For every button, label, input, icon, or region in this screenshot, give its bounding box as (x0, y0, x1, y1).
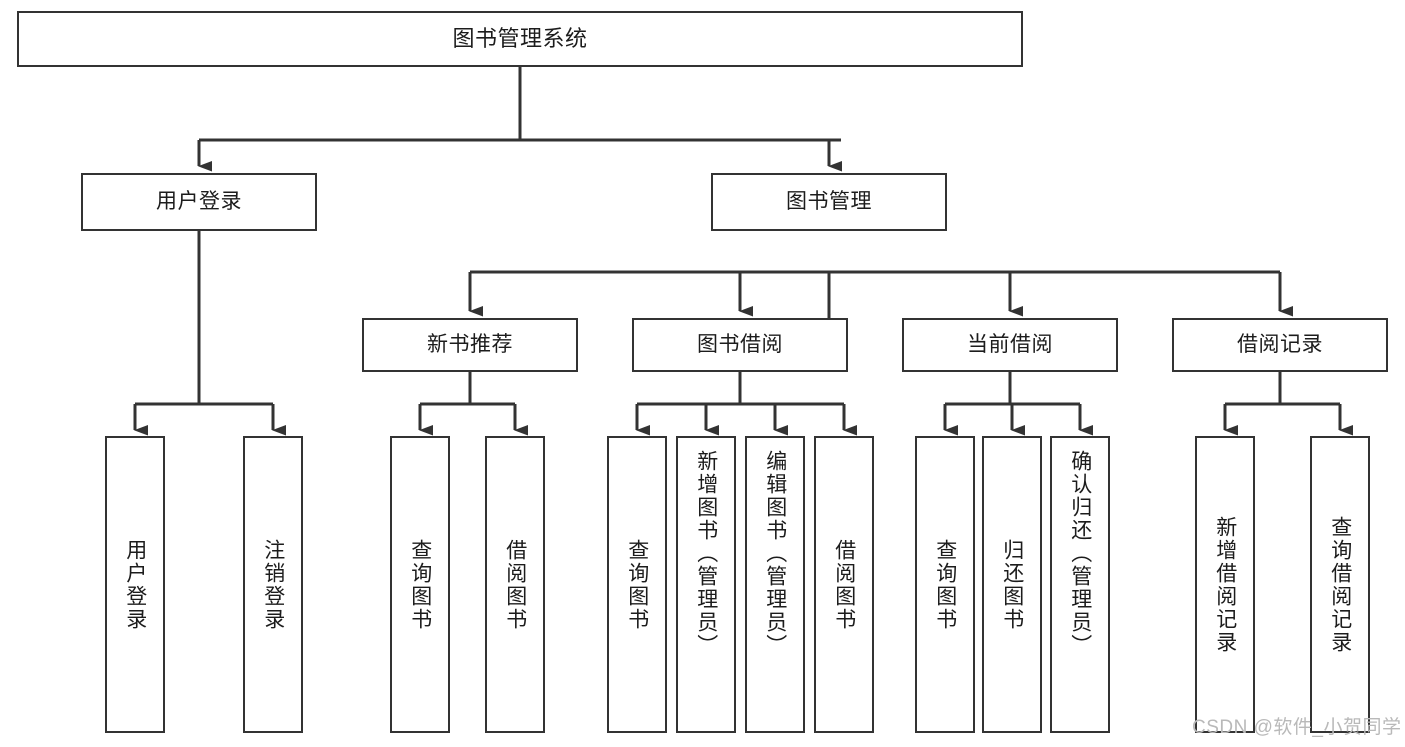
node-leaf-user-logout[interactable]: 注销登录 (243, 436, 303, 733)
node-current-borrow-label: 当前借阅 (967, 333, 1053, 357)
node-leaf-return-book-label: 归还图书 (1000, 538, 1024, 631)
node-new-book-recommend[interactable]: 新书推荐 (362, 318, 578, 372)
node-borrow-record-label: 借阅记录 (1237, 333, 1323, 357)
node-leaf-query-record[interactable]: 查询借阅记录 (1310, 436, 1370, 733)
node-leaf-query-book-1[interactable]: 查询图书 (390, 436, 450, 733)
node-leaf-return-book[interactable]: 归还图书 (982, 436, 1042, 733)
node-book-manage[interactable]: 图书管理 (711, 173, 947, 231)
node-leaf-borrow-book-1[interactable]: 借阅图书 (485, 436, 545, 733)
node-root[interactable]: 图书管理系统 (17, 11, 1023, 67)
node-leaf-user-login[interactable]: 用户登录 (105, 436, 165, 733)
node-leaf-add-record-label: 新增借阅记录 (1213, 515, 1237, 654)
node-book-borrow-label: 图书借阅 (697, 333, 783, 357)
node-leaf-query-book-1-label: 查询图书 (408, 538, 432, 631)
node-leaf-query-record-label: 查询借阅记录 (1328, 515, 1352, 654)
node-borrow-record[interactable]: 借阅记录 (1172, 318, 1388, 372)
node-leaf-add-book[interactable]: 新增图书（管理员） (676, 436, 736, 733)
node-book-manage-label: 图书管理 (786, 190, 872, 214)
node-leaf-user-login-label: 用户登录 (123, 538, 147, 631)
node-leaf-confirm-return-label: 确认归还（管理员） (1068, 450, 1092, 657)
node-leaf-query-book-2[interactable]: 查询图书 (607, 436, 667, 733)
node-leaf-confirm-return[interactable]: 确认归还（管理员） (1050, 436, 1110, 733)
node-leaf-query-book-2-label: 查询图书 (625, 538, 649, 631)
node-user-login[interactable]: 用户登录 (81, 173, 317, 231)
node-leaf-edit-book-label: 编辑图书（管理员） (763, 450, 787, 657)
node-new-book-recommend-label: 新书推荐 (427, 333, 513, 357)
node-leaf-user-logout-label: 注销登录 (261, 538, 285, 631)
node-leaf-add-record[interactable]: 新增借阅记录 (1195, 436, 1255, 733)
csdn-watermark: CSDN @软件_小贺同学 (1192, 717, 1402, 738)
node-leaf-query-book-3-label: 查询图书 (933, 538, 957, 631)
node-leaf-query-book-3[interactable]: 查询图书 (915, 436, 975, 733)
node-leaf-borrow-book-2-label: 借阅图书 (832, 538, 856, 631)
node-leaf-borrow-book-1-label: 借阅图书 (503, 538, 527, 631)
node-leaf-edit-book[interactable]: 编辑图书（管理员） (745, 436, 805, 733)
node-current-borrow[interactable]: 当前借阅 (902, 318, 1118, 372)
node-leaf-add-book-label: 新增图书（管理员） (694, 450, 718, 657)
node-leaf-borrow-book-2[interactable]: 借阅图书 (814, 436, 874, 733)
node-root-label: 图书管理系统 (452, 25, 588, 51)
node-user-login-label: 用户登录 (156, 190, 242, 214)
node-book-borrow[interactable]: 图书借阅 (632, 318, 848, 372)
